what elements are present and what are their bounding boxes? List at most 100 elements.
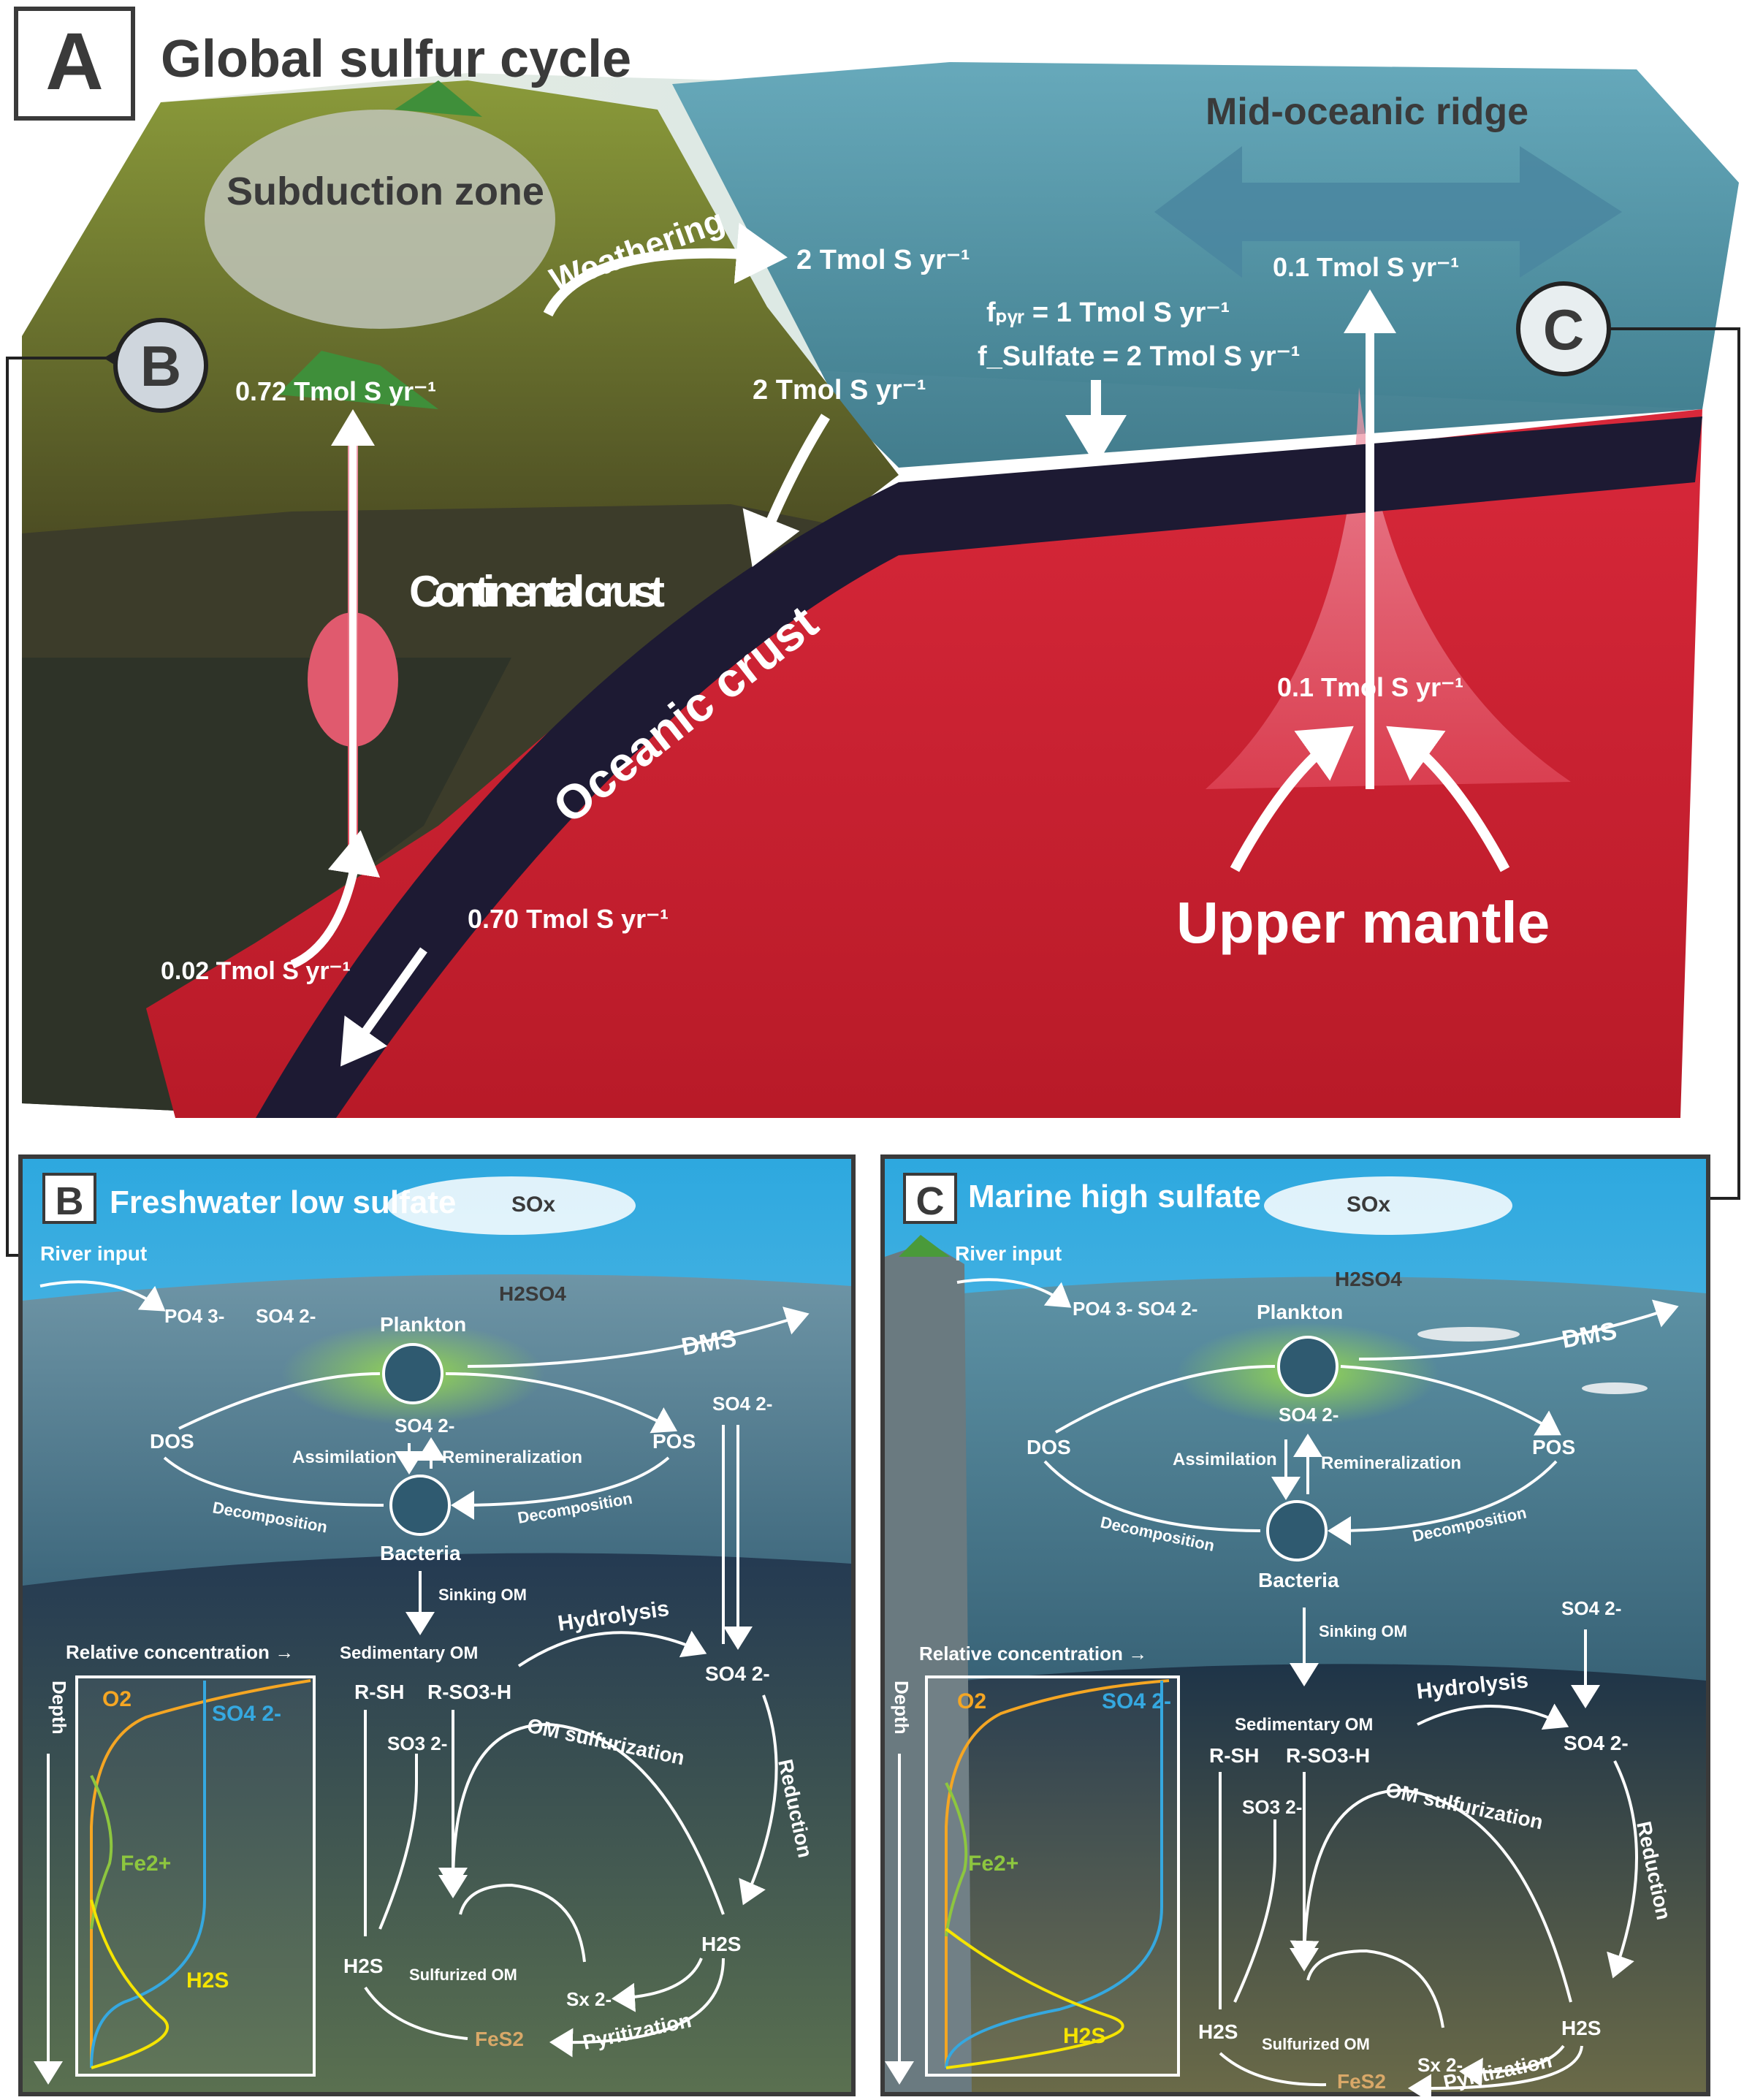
panel-b-cycle-top xyxy=(178,1372,672,1428)
mantle-upwelling-left xyxy=(1230,726,1354,872)
weathering-arrow xyxy=(543,222,788,317)
panel-b-sulfurized-om: Sulfurized OM xyxy=(409,1966,517,1984)
panel-c-rsh-arrows xyxy=(1219,1772,1304,2009)
whale-icon-1 xyxy=(1417,1327,1520,1342)
panel-c-sox: SOx xyxy=(1347,1192,1390,1217)
panel-c-o2-curve xyxy=(945,1679,1170,2068)
panel-b-h2s-profile: H2S xyxy=(186,1968,229,1993)
arc-mantle-arrow xyxy=(290,830,381,969)
f-sulfate-flux: f_Sulfate = 2 Tmol S yr⁻¹ xyxy=(978,341,1300,372)
slab-flux: 0.70 Tmol S yr⁻¹ xyxy=(468,904,669,934)
panel-c-profile-box xyxy=(925,1675,1180,2077)
panel-b-sediment xyxy=(23,1553,851,2092)
panel-b-o2-curve xyxy=(90,1679,311,2068)
f-pyr-flux: fₚᵧᵣ = 1 Tmol S yr⁻¹ xyxy=(986,297,1230,328)
panel-b: B Freshwater low sulfate SOx H2SO4 River… xyxy=(18,1154,856,2096)
lower-crust-block xyxy=(22,658,511,1111)
panel-c-remineralization: Remineralization xyxy=(1321,1453,1461,1473)
panel-b-so4-vertical xyxy=(723,1425,738,1644)
panel-c-h2s-right: H2S xyxy=(1561,2017,1601,2039)
panel-b-plankton-icon xyxy=(382,1343,443,1404)
panel-b-bacteria: Bacteria xyxy=(380,1542,461,1564)
panel-c-bacteria-icon xyxy=(1266,1500,1328,1561)
panel-b-so4-sediment: SO4 2- xyxy=(705,1662,770,1685)
panel-b-fes2: FeS2 xyxy=(475,2028,524,2050)
panel-b-fe2: Fe2+ xyxy=(121,1852,171,1876)
mantle-upwelling-right xyxy=(1386,726,1510,872)
panel-b-river-input: River input xyxy=(40,1242,147,1265)
link-c-letter: C xyxy=(1543,297,1584,362)
volcano-front xyxy=(278,351,438,409)
panel-c-sx-arc xyxy=(1306,1949,1444,2028)
panel-b-relative-concentration: Relative concentration → xyxy=(66,1641,294,1663)
panel-b-river-arrow xyxy=(39,1280,166,1312)
panel-b-h2so4: H2SO4 xyxy=(499,1282,566,1305)
panel-c-cliff-top xyxy=(899,1235,950,1257)
panel-b-pos: POS xyxy=(652,1430,696,1453)
panel-c-h2so4: H2SO4 xyxy=(1335,1268,1402,1290)
panel-b-sx-arc xyxy=(459,1883,586,1963)
panel-c-so3: SO3 2- xyxy=(1242,1796,1302,1818)
ridge-plume xyxy=(1206,387,1571,789)
panel-c: C Marine high sulfate SOx H2SO4 River in… xyxy=(880,1154,1710,2094)
ridge-spread-arrow xyxy=(1154,146,1622,278)
connector-c xyxy=(1585,327,1740,1200)
panel-b-so4-surface: SO4 2- xyxy=(256,1305,316,1327)
panel-c-fe2-curve xyxy=(945,1782,968,1937)
upper-mantle-label: Upper mantle xyxy=(1176,890,1550,955)
panel-b-remineralization: Remineralization xyxy=(442,1447,582,1467)
panel-b-so4-water: SO4 2- xyxy=(395,1415,454,1437)
panel-a-letter-box xyxy=(14,7,135,121)
panel-c-so4-curve xyxy=(945,1681,1163,2069)
panel-c-relative-concentration: Relative concentration → xyxy=(919,1643,1147,1665)
panel-b-sox: SOx xyxy=(511,1192,555,1217)
panel-c-pos: POS xyxy=(1532,1436,1575,1458)
panel-c-sedimentary-om: Sedimentary OM xyxy=(1235,1715,1373,1735)
panel-a-letter: A xyxy=(45,17,103,107)
river-ocean-flux: 2 Tmol S yr⁻¹ xyxy=(753,375,926,406)
panel-c-reduction-arrow xyxy=(1607,1760,1638,1979)
panel-b-dms-arrow xyxy=(467,1306,810,1368)
panel-b-plankton: Plankton xyxy=(380,1313,466,1336)
panel-c-assimilation: Assimilation xyxy=(1173,1450,1277,1469)
panel-b-rsh-arrows xyxy=(364,1710,453,1936)
panel-c-so4-profile: SO4 2- xyxy=(1102,1689,1171,1713)
panel-c-cliff xyxy=(885,1242,972,2092)
panel-c-river-input: River input xyxy=(955,1242,1062,1265)
panel-b-letter: B xyxy=(56,1179,84,1223)
panel-a-title: Global sulfur cycle xyxy=(161,30,631,88)
river-ocean-arrow xyxy=(742,414,830,567)
panel-c-pyrite-arrows xyxy=(1219,2045,1583,2088)
ridge-flux-top: 0.1 Tmol S yr⁻¹ xyxy=(1273,252,1459,282)
panel-b-so4-right: SO4 2- xyxy=(712,1393,772,1415)
panel-b-cloud xyxy=(387,1176,636,1235)
panel-c-so4-right: SO4 2- xyxy=(1561,1597,1621,1619)
slab-flux-arrow xyxy=(340,947,427,1067)
panel-c-po4: PO4 3- xyxy=(1073,1298,1132,1320)
panel-b-r-sh: R-SH xyxy=(354,1681,404,1703)
subduction-zone-label: Subduction zone xyxy=(226,170,544,213)
panel-c-depth: Depth xyxy=(891,1681,913,1735)
panel-b-profile-box xyxy=(75,1675,316,2077)
panel-c-letter: C xyxy=(916,1179,945,1223)
panel-c-bacteria: Bacteria xyxy=(1258,1569,1339,1591)
panel-c-sulfurized-om: Sulfurized OM xyxy=(1262,2035,1370,2053)
panel-c-r-sh: R-SH xyxy=(1209,1744,1259,1767)
panel-c-plankton: Plankton xyxy=(1257,1301,1343,1323)
panel-c-fe2: Fe2+ xyxy=(968,1852,1018,1876)
panel-b-h2s-right: H2S xyxy=(701,1933,741,1955)
panel-b-assimilation: Assimilation xyxy=(292,1447,397,1467)
weathering-flux: 2 Tmol S yr⁻¹ xyxy=(796,245,970,275)
panel-c-title: Marine high sulfate xyxy=(968,1179,1261,1214)
panel-b-h2s-left: H2S xyxy=(343,1955,383,1977)
panel-b-sx-arrow xyxy=(612,1958,703,2012)
panel-c-so4-water: SO4 2- xyxy=(1279,1404,1339,1426)
panel-b-hydrolysis-arrow xyxy=(517,1630,707,1667)
continental-crust-label: Continental crust xyxy=(409,567,665,616)
panel-c-h2s-profile: H2S xyxy=(1063,2024,1105,2048)
panel-c-river-arrow xyxy=(956,1278,1072,1308)
panel-b-sulfurization-arc xyxy=(438,1722,725,1915)
panel-c-o2: O2 xyxy=(957,1689,986,1713)
panel-c-sediment xyxy=(885,1664,1706,2092)
panel-b-reduction-arrow xyxy=(739,1694,778,1906)
